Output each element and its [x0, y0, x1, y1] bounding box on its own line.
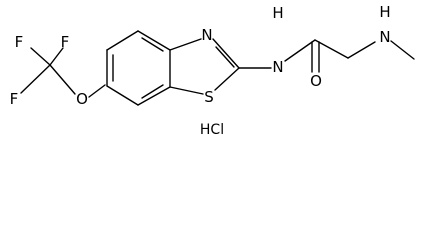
bond-c-f-left — [20, 64, 51, 94]
bond-ring-inner-2 — [141, 37, 164, 52]
bond-ring-2 — [106, 30, 139, 51]
bond-s-c — [169, 86, 204, 95]
bond-co-ch2 — [314, 39, 349, 59]
bond-c-f-top-right — [49, 47, 64, 66]
bond-ring-3 — [137, 30, 171, 51]
atom-f-top-left: F — [15, 33, 24, 51]
atom-n-thiazole: N — [201, 26, 212, 44]
bond-c-n-thiazole — [169, 38, 202, 51]
bond-c-f-top-left — [30, 47, 51, 66]
bond-nh-ch3 — [390, 40, 415, 60]
atom-f-left: F — [10, 90, 19, 108]
salt-label: HCl — [200, 122, 224, 138]
bonds — [20, 30, 415, 106]
bond-nh-co — [284, 39, 316, 62]
atom-s-thiazole: S — [204, 88, 214, 106]
atom-n-amine: N — [379, 28, 390, 46]
atom-f-top-right: F — [61, 33, 70, 51]
atom-o-ether: O — [76, 90, 88, 108]
structure-canvas: F F F O N S H N O H N HCl — [10, 3, 415, 138]
atom-o-carbonyl: O — [310, 72, 322, 90]
bond-c-o-ether — [49, 64, 76, 95]
atom-h-amide: H — [272, 4, 283, 22]
atom-n-amide: N — [272, 58, 283, 76]
bond-ring-inner-3 — [141, 84, 164, 99]
bond-n-c2-outer — [212, 38, 240, 69]
bond-ch2-nh — [347, 41, 376, 59]
bond-c2-s — [214, 67, 240, 91]
atom-labels: F F F O N S H N O H N — [10, 3, 391, 108]
bond-o-ring — [88, 84, 106, 98]
bond-ring-5 — [137, 86, 171, 106]
bond-ring-6 — [106, 85, 139, 106]
atom-h-amine: H — [379, 3, 390, 21]
bond-n-c2-inner — [215, 46, 235, 68]
